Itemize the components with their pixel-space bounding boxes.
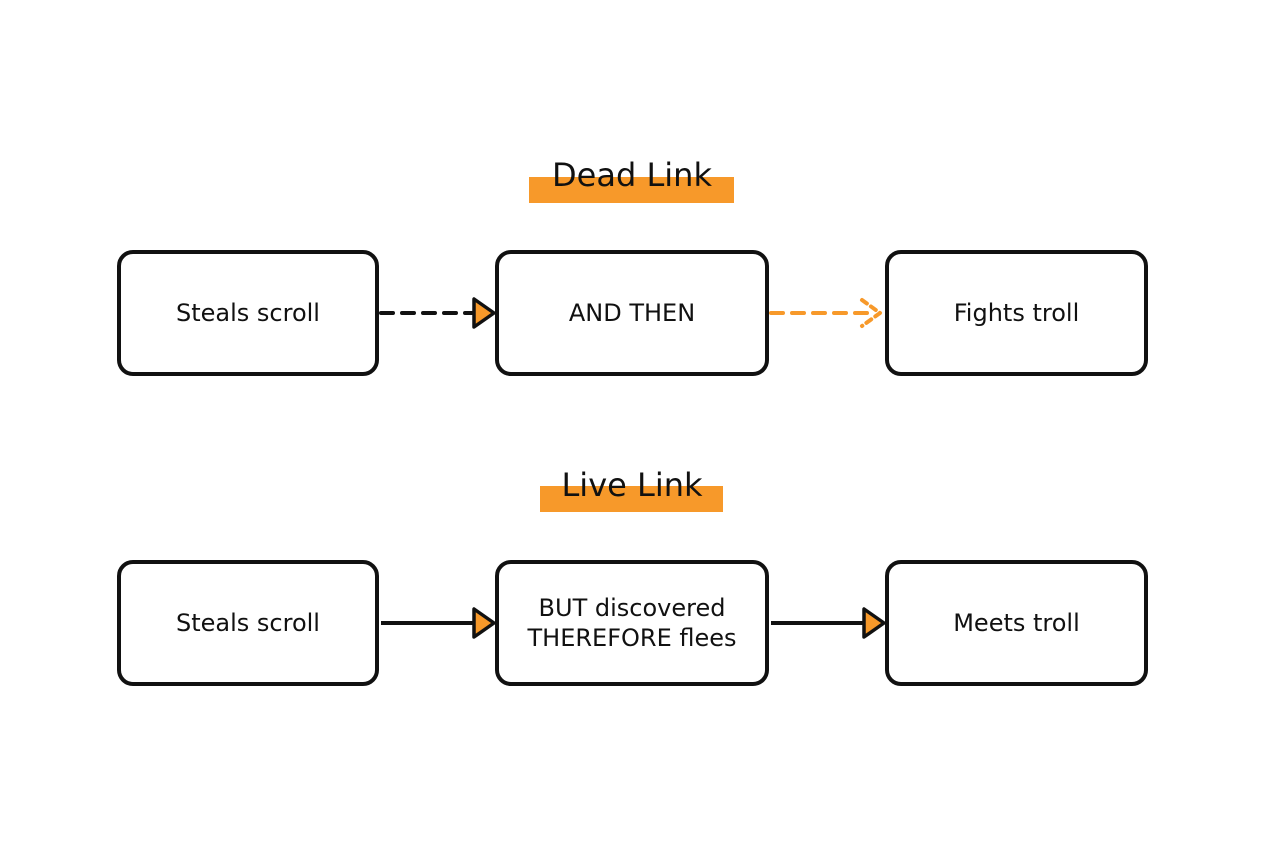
dead-link-title: Dead Link — [0, 155, 1264, 195]
live-link-title-text: Live Link — [561, 466, 703, 504]
dead-link-node-steals-scroll: Steals scroll — [117, 250, 379, 376]
arrowhead-chevron-icon — [860, 298, 882, 328]
live-link-title-highlight — [540, 486, 723, 512]
live-link-node-but-therefore: BUT discovered THEREFORE flees — [495, 560, 769, 686]
node-label: Steals scroll — [176, 299, 320, 327]
live-link-title: Live Link — [0, 465, 1264, 505]
dead-link-title-highlight — [529, 177, 734, 203]
node-label: Steals scroll — [176, 609, 320, 637]
node-label: Meets troll — [953, 609, 1080, 637]
live-link-connector-1 — [381, 607, 496, 639]
live-link-connector-2 — [771, 607, 886, 639]
live-link-node-meets-troll: Meets troll — [885, 560, 1148, 686]
dead-link-node-and-then: AND THEN — [495, 250, 769, 376]
dead-link-node-fights-troll: Fights troll — [885, 250, 1148, 376]
arrowhead-triangle-icon — [472, 607, 496, 639]
dead-link-title-text: Dead Link — [552, 156, 712, 194]
live-link-node-steals-scroll: Steals scroll — [117, 560, 379, 686]
node-label: BUT discovered THEREFORE flees — [527, 594, 737, 652]
node-label: AND THEN — [568, 299, 696, 327]
arrowhead-triangle-icon — [862, 607, 886, 639]
dead-link-connector-1 — [379, 297, 496, 329]
arrowhead-triangle-icon — [472, 297, 496, 329]
node-label: Fights troll — [953, 299, 1080, 327]
dead-link-connector-2 — [769, 298, 882, 328]
